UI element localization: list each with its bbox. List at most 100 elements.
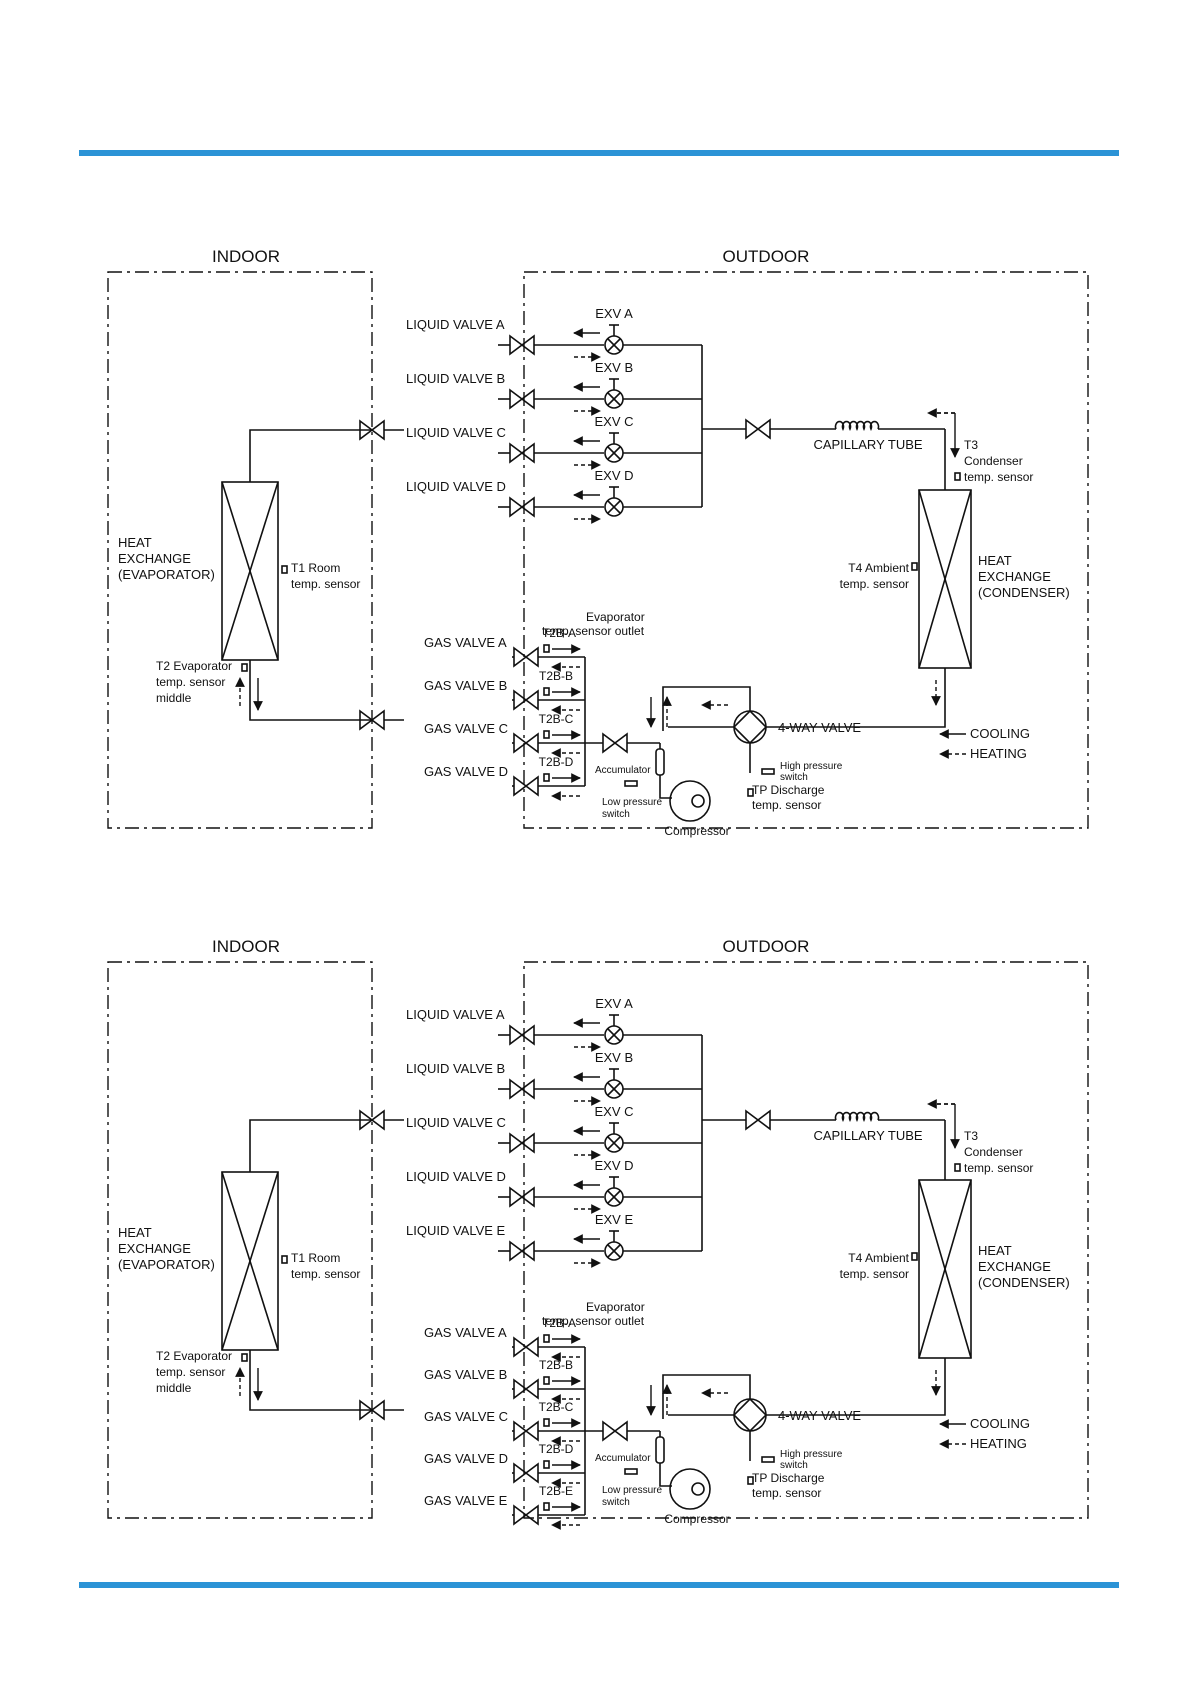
- gas-valve: [513, 732, 539, 754]
- t4-sensor-icon: [911, 1252, 918, 1261]
- exv-cross: [607, 1136, 621, 1150]
- exv-valve: [604, 432, 624, 463]
- tp-label: TP Discharge: [752, 783, 825, 797]
- liquid-valve: [509, 496, 535, 518]
- liquid-main-valve: [745, 418, 771, 440]
- exv-label: EXV E: [595, 1212, 634, 1227]
- t3-label: Condenser: [964, 1145, 1023, 1159]
- liquid-valve-label: LIQUID VALVE D: [406, 479, 506, 494]
- high-pressure-switch-icon: [761, 1456, 775, 1463]
- gas-valve: [513, 646, 539, 668]
- exv-cross: [607, 500, 621, 514]
- exv-cross: [607, 1244, 621, 1258]
- exv-valve: [604, 486, 624, 517]
- capillary-label: CAPILLARY TUBE: [813, 1128, 922, 1143]
- indoor-label: INDOOR: [212, 247, 280, 266]
- gas-valve: [513, 689, 539, 711]
- evaporator-label: (EVAPORATOR): [118, 567, 215, 582]
- low-pressure-label: Low pressure: [602, 797, 662, 808]
- evaporator-label: HEAT: [118, 535, 152, 550]
- liquid-branch: LIQUID VALVE D EXV D: [406, 1158, 702, 1214]
- t1-label: T1 Room: [291, 561, 340, 575]
- t2b-label: T2B-D: [539, 755, 574, 769]
- condenser-heat-exchanger: [918, 1179, 972, 1359]
- condenser-label: EXCHANGE: [978, 569, 1051, 584]
- liquid-branch: LIQUID VALVE B EXV B: [406, 1050, 702, 1106]
- four-way-valve-icon: [733, 1398, 767, 1432]
- t4-label: temp. sensor: [840, 577, 909, 591]
- t3-label: temp. sensor: [964, 1161, 1033, 1175]
- exv-valve: [604, 1068, 624, 1099]
- t3-label: T3: [964, 1129, 978, 1143]
- t2b-sensor-icon: [543, 1418, 550, 1427]
- exv-cross: [607, 392, 621, 406]
- liquid-valve-label: LIQUID VALVE A: [406, 1007, 505, 1022]
- gas-valve-label: GAS VALVE B: [424, 1367, 507, 1382]
- t1-label: T1 Room: [291, 1251, 340, 1265]
- exv-label: EXV C: [594, 414, 633, 429]
- liquid-valve: [509, 334, 535, 356]
- exv-label: EXV B: [595, 1050, 633, 1065]
- high-pressure-label: switch: [780, 772, 808, 783]
- exv-label: EXV A: [595, 306, 633, 321]
- liquid-main-valve: [745, 1109, 771, 1131]
- capillary-tube-coil: [834, 1111, 880, 1122]
- gas-main-valve: [602, 732, 628, 754]
- condenser-label: EXCHANGE: [978, 1259, 1051, 1274]
- liquid-valve-label: LIQUID VALVE C: [406, 1115, 506, 1130]
- t2b-label: T2B-C: [539, 1400, 574, 1414]
- low-pressure-label: switch: [602, 1497, 630, 1508]
- t2-label: middle: [156, 691, 192, 705]
- t2-label: T2 Evaporator: [156, 659, 232, 673]
- condenser-heat-exchanger: [918, 489, 972, 669]
- t2b-sensor-icon: [543, 730, 550, 739]
- t1-sensor-icon: [281, 565, 288, 574]
- exv-valve: [604, 1122, 624, 1153]
- accumulator-label: Accumulator: [595, 765, 651, 776]
- t3-sensor-icon: [954, 472, 961, 481]
- t2b-label: T2B-E: [539, 1484, 573, 1498]
- suction-pipe: [659, 1463, 672, 1487]
- liquid-valve-label: LIQUID VALVE B: [406, 1061, 505, 1076]
- gas-valve: [513, 1336, 539, 1358]
- t1-label: temp. sensor: [291, 577, 360, 591]
- outdoor-boundary: [523, 271, 1089, 829]
- indoor-gas-valve: [359, 709, 385, 731]
- heating-legend-label: HEATING: [970, 1436, 1027, 1451]
- t2-label: temp. sensor: [156, 675, 225, 689]
- exv-cross: [607, 1190, 621, 1204]
- exv-label: EXV D: [594, 1158, 633, 1173]
- compressor-rotor: [691, 794, 705, 808]
- t1-label: temp. sensor: [291, 1267, 360, 1281]
- t2-label: T2 Evaporator: [156, 1349, 232, 1363]
- gas-valve: [513, 1504, 539, 1526]
- t2b-label: T2B-D: [539, 1442, 574, 1456]
- liquid-valve-label: LIQUID VALVE D: [406, 1169, 506, 1184]
- gas-valve: [513, 775, 539, 797]
- exv-valve: [604, 1230, 624, 1261]
- accumulator-icon: [655, 1436, 665, 1464]
- t2-label: middle: [156, 1381, 192, 1395]
- indoor-liquid-pipe: [249, 429, 372, 482]
- suction-pipe: [659, 775, 672, 799]
- cooling-legend-label: COOLING: [970, 1416, 1030, 1431]
- gas-valve: [513, 1420, 539, 1442]
- condenser-label: HEAT: [978, 553, 1012, 568]
- tp-label: temp. sensor: [752, 798, 821, 812]
- low-pressure-label: switch: [602, 809, 630, 820]
- compressor-icon: [669, 780, 711, 822]
- gas-valve-label: GAS VALVE A: [424, 635, 507, 650]
- condenser-label: (CONDENSER): [978, 585, 1070, 600]
- t4-label: T4 Ambient: [848, 1251, 909, 1265]
- condenser-gas-pipe: [766, 1358, 946, 1416]
- outdoor-boundary: [523, 961, 1089, 1519]
- exv-cross: [607, 446, 621, 460]
